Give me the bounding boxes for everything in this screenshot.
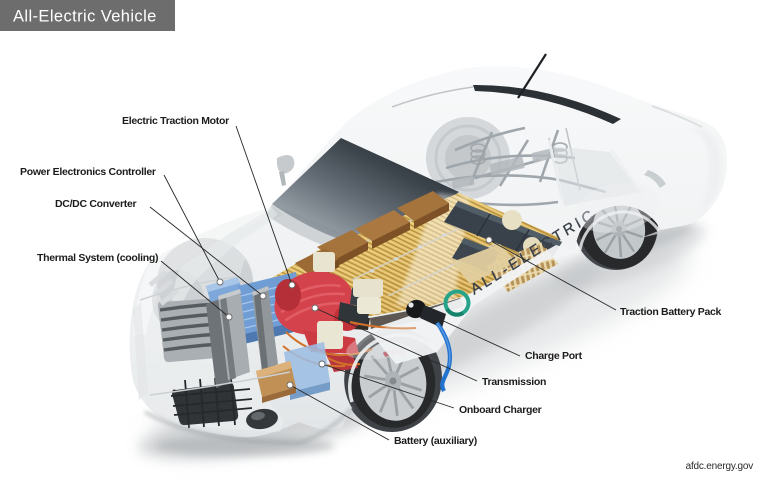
- svg-text:Battery (auxiliary): Battery (auxiliary): [394, 435, 477, 447]
- svg-text:Thermal System (cooling): Thermal System (cooling): [37, 252, 158, 264]
- svg-text:Power Electronics Controller: Power Electronics Controller: [20, 166, 156, 178]
- svg-text:All-Electric Vehicle: All-Electric Vehicle: [13, 8, 157, 26]
- svg-text:afdc.energy.gov: afdc.energy.gov: [686, 461, 754, 472]
- svg-text:Onboard Charger: Onboard Charger: [459, 404, 542, 416]
- svg-text:Electric Traction Motor: Electric Traction Motor: [122, 115, 229, 127]
- svg-text:Charge Port: Charge Port: [525, 350, 583, 362]
- svg-text:Traction Battery Pack: Traction Battery Pack: [620, 306, 722, 318]
- svg-text:Transmission: Transmission: [482, 376, 546, 388]
- svg-text:DC/DC Converter: DC/DC Converter: [55, 198, 136, 210]
